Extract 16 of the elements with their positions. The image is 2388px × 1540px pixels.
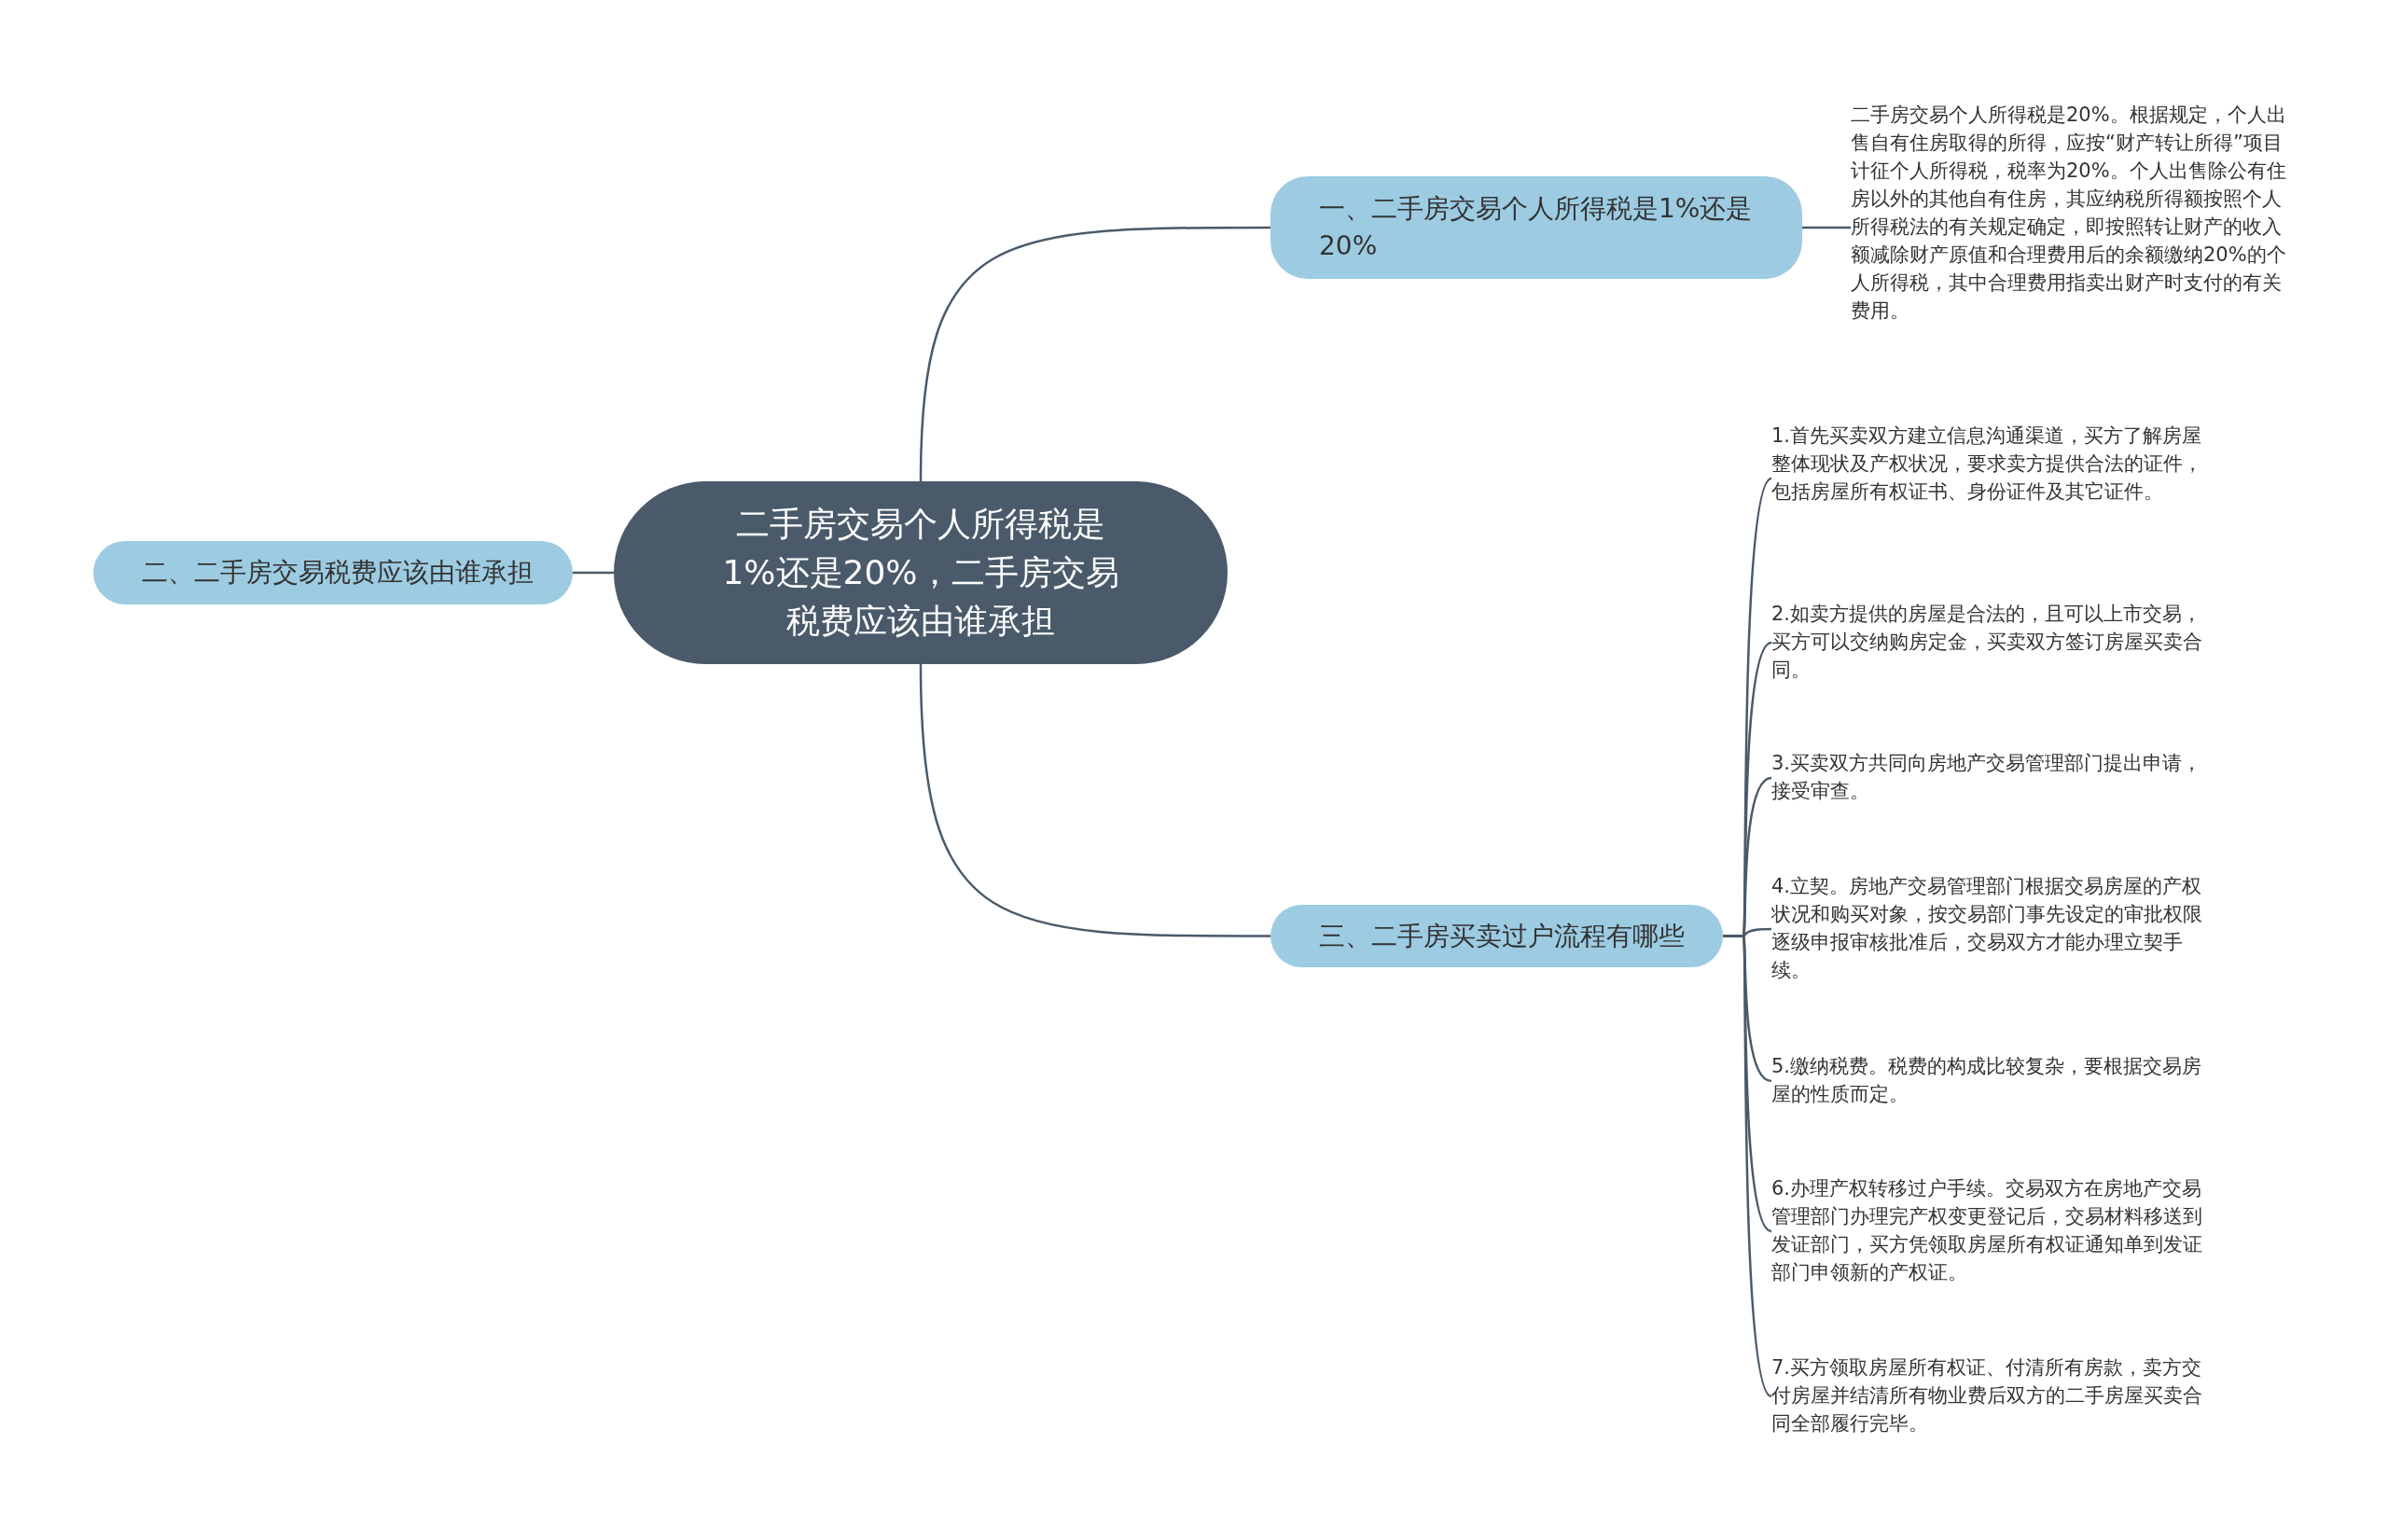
step-text: 1.首先买卖双方建立信息沟通渠道，买方了解房屋整体现状及产权状况，要求卖方提供合法的证件，包括房屋所有权证书、身份证件及其它证件。 bbox=[1771, 422, 2219, 535]
step-text: 4.立契。房地产交易管理部门根据交易房屋的产权状况和购买对象，按交易部门事先设定的审批权限逐级申报审核批准后，交易双方才能办理立契手续。 bbox=[1771, 872, 2219, 986]
step-text: 6.办理产权转移过户手续。交易双方在房地产交易管理部门办理完产权变更登记后，交易材料移送到发证部门，买方凭领取房屋所有权证通知单到发证部门申领新的产权证。 bbox=[1771, 1174, 2219, 1288]
connector-line bbox=[919, 226, 1270, 482]
step-text: 2.如卖方提供的房屋是合法的，且可以上市交易，买方可以交纳购房定金，买卖双方签订房屋买卖合同。 bbox=[1771, 600, 2219, 686]
connector-line bbox=[919, 663, 1270, 937]
connector-line bbox=[573, 571, 614, 575]
central-topic-box: 二手房交易个人所得税是1%还是20%，二手房交易税费应该由谁承担 bbox=[614, 481, 1228, 664]
topic-box: 二、二手房交易税费应该由谁承担 bbox=[93, 541, 573, 604]
step-text: 3.买卖双方共同向房地产交易管理部门提出申请，接受审查。 bbox=[1771, 749, 2219, 807]
connector-line bbox=[1802, 226, 1851, 229]
topic-box: 三、二手房买卖过户流程有哪些 bbox=[1270, 905, 1723, 967]
step-text: 5.缴纳税费。税费的构成比较复杂，要根据交易房屋的性质而定。 bbox=[1771, 1052, 2219, 1110]
topic-box: 一、二手房交易个人所得税是1%还是20% bbox=[1270, 176, 1802, 279]
step-text: 7.买方领取房屋所有权证、付清所有房款，卖方交付房屋并结清所有物业费后双方的二手房屋买卖合同全部履行完毕。 bbox=[1771, 1353, 2219, 1439]
detail-text: 二手房交易个人所得税是20%。根据规定，个人出售自有住房取得的所得，应按“财产转让所得”项目计征个人所得税，税率为20%。个人出售除公有住房以外的其他自有住房，其应纳税所得额按照个人所得税法的有关规定确定，即按照转让财产的收入额减除财产原值和合理费用后的余额缴纳20%的个人所得税，其中合理费用指卖出财产时支付的有关费用。 bbox=[1851, 101, 2298, 358]
